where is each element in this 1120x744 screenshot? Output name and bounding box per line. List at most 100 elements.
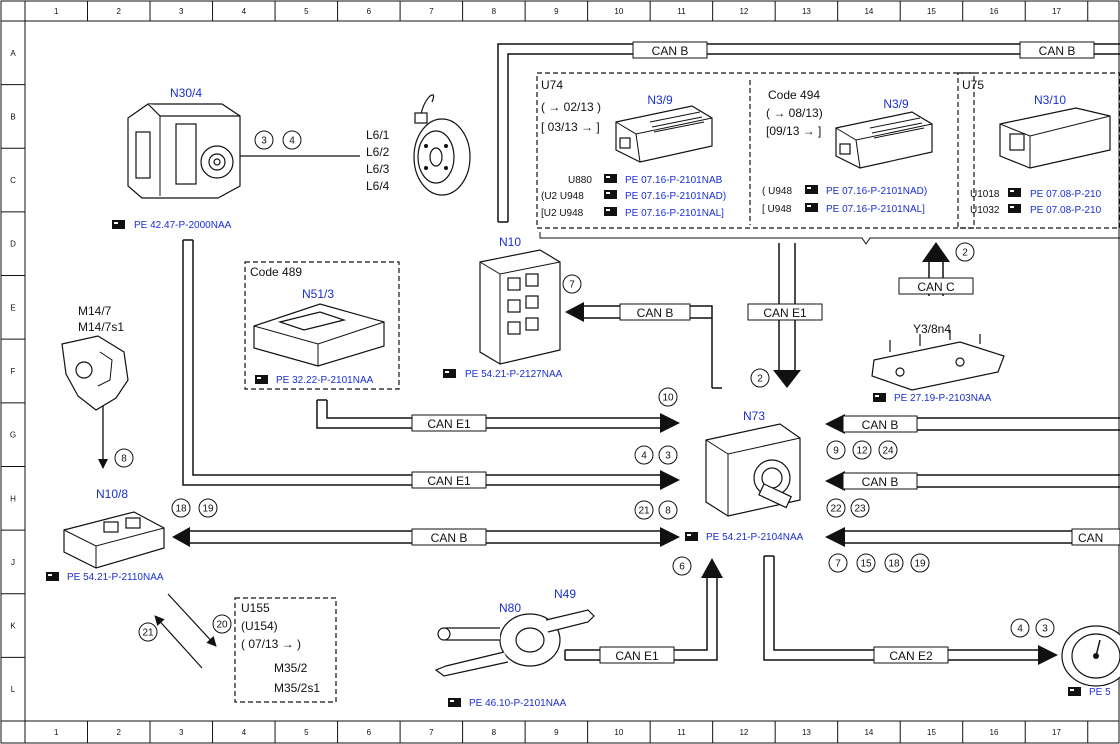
u74-ref1[interactable]: PE 07.16-P-2101NAB: [625, 175, 723, 186]
grid-column-label: 9: [554, 728, 559, 737]
svg-text:21: 21: [142, 628, 154, 639]
n51-3-label: N51/3: [302, 287, 334, 301]
svg-text:19: 19: [914, 559, 926, 570]
grid-column-label: 4: [242, 728, 247, 737]
n51-3-component: [253, 303, 385, 367]
svg-text:10: 10: [662, 393, 674, 404]
grid-column-label: 16: [990, 728, 999, 737]
n10-ref[interactable]: PE 54.21-P-2127NAA: [465, 369, 563, 380]
code494-ref2-prefix: [ U948: [762, 204, 792, 215]
callout-c8a: 8: [658, 500, 678, 520]
n30-4-ref[interactable]: PE 42.47-P-2000NAA: [134, 220, 232, 231]
n10-8-ref[interactable]: PE 54.21-P-2110NAA: [67, 572, 164, 583]
grid-column-label: 17: [1052, 7, 1061, 16]
u74-date2: [ 03/13 → ]: [541, 120, 600, 134]
callout-c3b: 3: [658, 445, 678, 465]
u74-code494-box: [536, 72, 975, 229]
cluster-ref[interactable]: PE 5: [1089, 687, 1111, 698]
n10-component: [479, 249, 561, 365]
u74-ref3[interactable]: PE 07.16-P-2101NAL]: [625, 208, 724, 219]
n80-label: N80: [499, 601, 521, 615]
grid-column-label: 10: [614, 728, 623, 737]
svg-text:4: 4: [641, 451, 647, 462]
svg-text:21: 21: [638, 506, 650, 517]
n80-ref[interactable]: PE 46.10-P-2101NAA: [469, 698, 567, 709]
grid-column-label: 6: [367, 728, 372, 737]
u155-line4: M35/2s1: [274, 681, 320, 695]
callout-c18b: 18: [884, 553, 904, 573]
callout-c8b: 8: [114, 448, 134, 468]
svg-text:15: 15: [860, 559, 872, 570]
m14-7-component: [61, 335, 129, 411]
can-b-right1-label: CAN B: [862, 418, 899, 432]
code489-box: [244, 261, 400, 390]
m14-label1: M14/7: [78, 304, 112, 318]
callout-c23: 23: [850, 498, 870, 518]
y3-ref[interactable]: PE 27.19-P-2103NAA: [894, 393, 992, 404]
callout-c21b: 21: [138, 622, 158, 642]
u75-ref1[interactable]: PE 07.08-P-210: [1030, 189, 1102, 200]
grid-row-label: K: [10, 622, 16, 631]
can-b-right2-label: CAN B: [862, 475, 899, 489]
n73-ref[interactable]: PE 54.21-P-2104NAA: [706, 532, 804, 543]
grid-column-label: 2: [117, 728, 122, 737]
svg-text:3: 3: [665, 451, 671, 462]
code494-date1: ( → 08/13): [766, 106, 823, 120]
grid-row-label: E: [10, 303, 15, 312]
grid-column-label: 11: [677, 7, 686, 16]
l6-2: L6/2: [366, 145, 390, 159]
u74-title: U74: [541, 78, 563, 92]
can-e1-n80-label: CAN E1: [615, 649, 659, 663]
svg-text:7: 7: [835, 559, 841, 570]
callout-c22: 22: [826, 498, 846, 518]
n3-9-code494-label: N3/9: [883, 97, 909, 111]
u75-ref2[interactable]: PE 07.08-P-210: [1030, 205, 1102, 216]
callout-c7b: 7: [828, 553, 848, 573]
grid-row-label: F: [11, 367, 16, 376]
u74-ref2[interactable]: PE 07.16-P-2101NAD): [625, 191, 726, 202]
grid-column-label: 15: [927, 7, 936, 16]
svg-text:19: 19: [202, 504, 214, 515]
grid-row-label: H: [10, 494, 16, 503]
grid-column-label: 5: [304, 7, 309, 16]
callout-c20: 20: [212, 614, 232, 634]
u155-title: U155: [241, 601, 270, 615]
n10-8-label: N10/8: [96, 487, 128, 501]
n51-3-ref[interactable]: PE 32.22-P-2101NAA: [276, 375, 374, 386]
n3-9-code494-component: [835, 111, 933, 169]
code494-ref1[interactable]: PE 07.16-P-2101NAD): [826, 186, 927, 197]
svg-text:3: 3: [261, 136, 267, 147]
n3-9-u74-component: [615, 105, 713, 163]
can-e1-n30-label: CAN E1: [427, 474, 471, 488]
u155-line3: M35/2: [274, 661, 308, 675]
grid-column-label: 7: [429, 7, 434, 16]
y3-8n4-component: [871, 330, 1005, 391]
can-right3-label: CAN: [1078, 531, 1103, 545]
svg-text:8: 8: [121, 454, 127, 465]
wheel-sensor-component: [413, 94, 471, 196]
svg-text:24: 24: [882, 446, 894, 457]
callout-c19b: 19: [910, 553, 930, 573]
grid-column-label: 14: [864, 7, 873, 16]
grid-row-label: J: [11, 558, 15, 567]
code494-ref2[interactable]: PE 07.16-P-2101NAL]: [826, 204, 925, 215]
u74-ref3-prefix: [U2 U948: [541, 208, 584, 219]
callout-c9: 9: [826, 440, 846, 460]
grid-row-label: C: [10, 176, 16, 185]
n73-label: N73: [743, 409, 765, 423]
n10-label: N10: [499, 235, 521, 249]
callout-c2b: 2: [750, 368, 770, 388]
callout-c6: 6: [672, 556, 692, 576]
can-b-n10-label: CAN B: [637, 306, 674, 320]
u75-box: [957, 72, 1120, 229]
y3-label: Y3/8n4: [913, 322, 951, 336]
grid-column-label: 5: [304, 728, 309, 737]
grid-column-label: 8: [492, 728, 497, 737]
n3-9-u74-label: N3/9: [647, 93, 673, 107]
u75-ref1-prefix: U1018: [970, 189, 1000, 200]
grid-column-label: 2: [117, 7, 122, 16]
callout-c18: 18: [171, 498, 191, 518]
grid-column-label: 15: [927, 728, 936, 737]
callout-c3c: 3: [1035, 618, 1055, 638]
callout-c4c: 4: [1010, 618, 1030, 638]
